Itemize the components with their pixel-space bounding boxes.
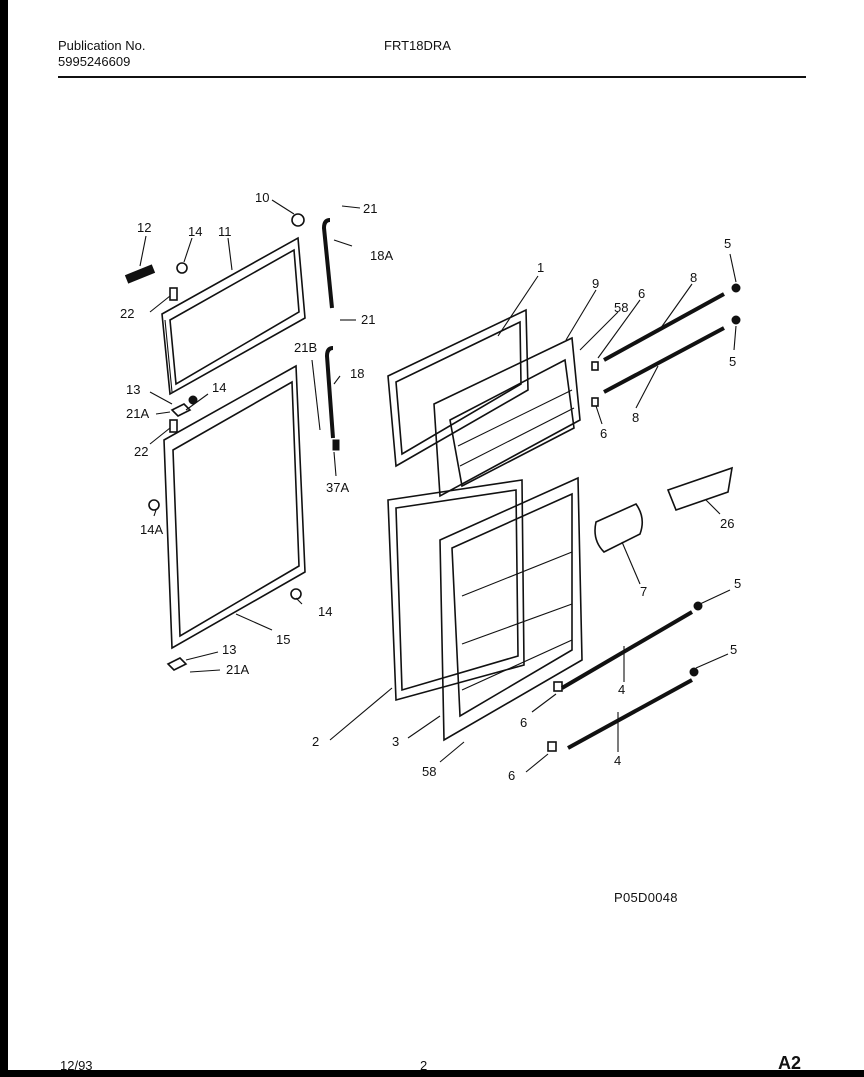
part-label: 21A xyxy=(126,406,149,421)
part-label: 14A xyxy=(140,522,163,537)
hinge-13-upper xyxy=(170,403,192,417)
footer-date: 12/93 xyxy=(60,1058,93,1073)
shelf-bar-4-lower xyxy=(567,678,693,750)
plug-14-mid xyxy=(188,395,198,405)
part-label: 6 xyxy=(520,715,527,730)
part-label: 5 xyxy=(724,236,731,251)
plug-14-upper xyxy=(176,262,188,274)
part-label: 26 xyxy=(720,516,734,531)
fresh-food-inner-frame xyxy=(163,364,306,650)
part-label: 15 xyxy=(276,632,290,647)
drawing-code: P05D0048 xyxy=(614,890,678,905)
part-labels: 1 2 3 4 4 5 5 5 5 6 6 6 6 7 8 8 9 10 11 … xyxy=(120,190,741,783)
part-label: 14 xyxy=(212,380,226,395)
left-border xyxy=(0,0,8,1077)
part-label: 6 xyxy=(638,286,645,301)
footer-sheet: A2 xyxy=(778,1053,802,1073)
plug-14a xyxy=(148,499,160,511)
part-label: 14 xyxy=(318,604,332,619)
part-label: 18 xyxy=(350,366,364,381)
part-label: 14 xyxy=(188,224,202,239)
shelf-bar-8-upper xyxy=(603,292,725,362)
header-rule xyxy=(58,76,806,78)
part-label: 5 xyxy=(734,576,741,591)
cap-6-a xyxy=(591,361,599,371)
part-label: 6 xyxy=(508,768,515,783)
publication-number: 5995246609 xyxy=(58,54,131,69)
part-label: 12 xyxy=(137,220,151,235)
part-label: 58 xyxy=(614,300,628,315)
bottom-border xyxy=(0,1070,864,1077)
model-number: FRT18DRA xyxy=(384,38,451,53)
fresh-food-door-gasket xyxy=(387,479,525,702)
cap-5-b xyxy=(731,315,741,325)
part-label: 7 xyxy=(640,584,647,599)
cap-10 xyxy=(291,213,305,227)
screw-22-lower xyxy=(169,419,178,433)
part-label: 9 xyxy=(592,276,599,291)
freezer-door-gasket xyxy=(387,308,529,468)
part-label: 8 xyxy=(632,410,639,425)
cap-6-b xyxy=(591,397,599,407)
cap-6-c xyxy=(553,681,563,692)
handle-18 xyxy=(324,346,335,439)
trim-piece-12 xyxy=(124,264,156,284)
publication-label: Publication No. xyxy=(58,38,146,53)
screw-37a xyxy=(332,439,340,451)
shelf-bar-4-upper xyxy=(560,610,694,690)
cap-6-d xyxy=(547,741,557,752)
part-label: 10 xyxy=(255,190,269,205)
part-label: 58 xyxy=(422,764,436,779)
part-label: 2 xyxy=(312,734,319,749)
plug-14-lower xyxy=(290,588,302,600)
leader-lines xyxy=(139,199,737,773)
part-label: 6 xyxy=(600,426,607,441)
part-label: 21 xyxy=(363,201,377,216)
part-label: 21A xyxy=(226,662,249,677)
part-label: 11 xyxy=(218,224,232,239)
shelf-bar-8-lower xyxy=(603,326,725,394)
part-label: 4 xyxy=(618,682,625,697)
cap-5-d xyxy=(689,667,699,677)
part-label: 5 xyxy=(729,354,736,369)
footer-page: 2 xyxy=(420,1058,428,1073)
part-label: 5 xyxy=(730,642,737,657)
part-label: 22 xyxy=(120,306,134,321)
dairy-door-7 xyxy=(594,503,644,553)
fresh-food-door-liner xyxy=(439,476,583,742)
part-label: 18A xyxy=(370,248,393,263)
part-label: 13 xyxy=(126,382,140,397)
hinge-13-lower xyxy=(166,657,188,671)
part-label: 4 xyxy=(614,753,621,768)
part-label: 3 xyxy=(392,734,399,749)
part-label: 21B xyxy=(294,340,317,355)
freezer-door-liner xyxy=(433,336,581,498)
butter-bin-26 xyxy=(666,466,734,512)
screw-21b xyxy=(311,359,321,431)
part-label: 8 xyxy=(690,270,697,285)
part-label: 13 xyxy=(222,642,236,657)
freezer-inner-frame xyxy=(161,236,306,396)
part-label: 1 xyxy=(537,260,544,275)
cap-5-a xyxy=(731,283,741,293)
handle-18a xyxy=(321,218,334,309)
screw-22-upper xyxy=(169,287,178,301)
part-label: 37A xyxy=(326,480,349,495)
part-label: 22 xyxy=(134,444,148,459)
part-label: 21 xyxy=(361,312,375,327)
